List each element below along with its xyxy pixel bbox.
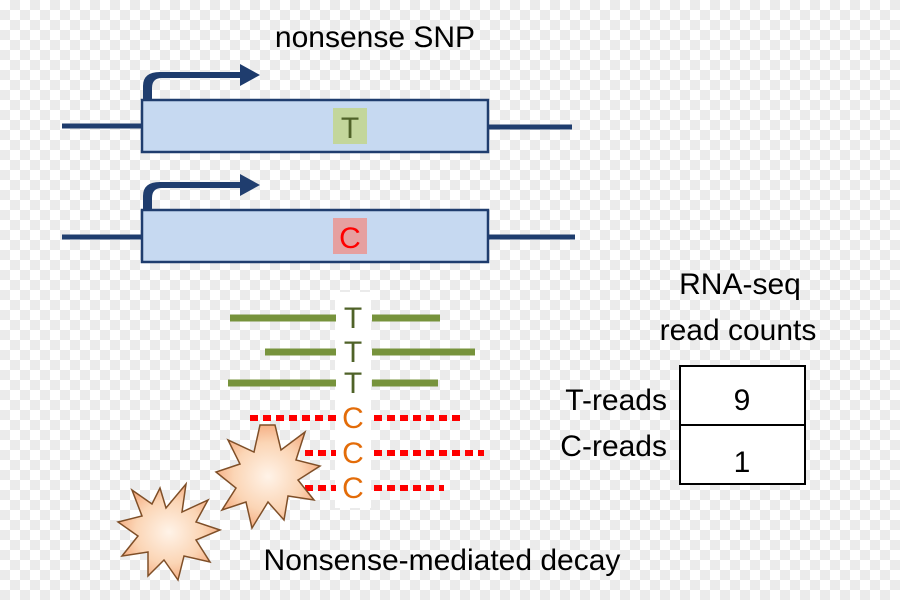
table-row-label: C-reads — [560, 430, 667, 463]
explosion-burst-icon — [116, 481, 223, 582]
read-letter-c: C — [342, 437, 364, 470]
gene-box — [140, 98, 490, 154]
table-row-label: T-reads — [565, 384, 667, 417]
promoter-arrow-icon — [143, 174, 260, 210]
read-letter-t: T — [344, 336, 362, 369]
decay-label: Nonsense-mediated decay — [264, 544, 621, 577]
read-count-table: RNA-seq read counts T-reads 9 C-reads 1 — [560, 268, 817, 485]
explosion-burst-icon — [214, 424, 322, 530]
snp-allele-c: C — [339, 222, 361, 255]
gene-allele-t: T — [62, 64, 572, 154]
read-letter-t: T — [344, 367, 362, 400]
read-letter-c: C — [342, 472, 364, 505]
gene-box — [140, 208, 490, 264]
table-header-line1: RNA-seq — [679, 268, 801, 301]
gene-allele-c: C — [62, 174, 575, 264]
read-letter-t: T — [344, 302, 362, 335]
diagram-title: nonsense SNP — [275, 21, 475, 54]
snp-allele-t: T — [341, 112, 359, 145]
table-cell-value: 9 — [734, 384, 751, 417]
t-reads: T T T — [228, 302, 475, 400]
read-letter-strip — [335, 292, 371, 508]
table-cell-value: 1 — [734, 446, 751, 479]
table-header-line2: read counts — [660, 314, 817, 347]
snp-highlight-t — [333, 108, 367, 144]
snp-highlight-c — [333, 218, 367, 254]
promoter-arrow-icon — [143, 64, 260, 100]
read-letter-c: C — [342, 402, 364, 435]
c-reads: C C C — [250, 402, 484, 505]
